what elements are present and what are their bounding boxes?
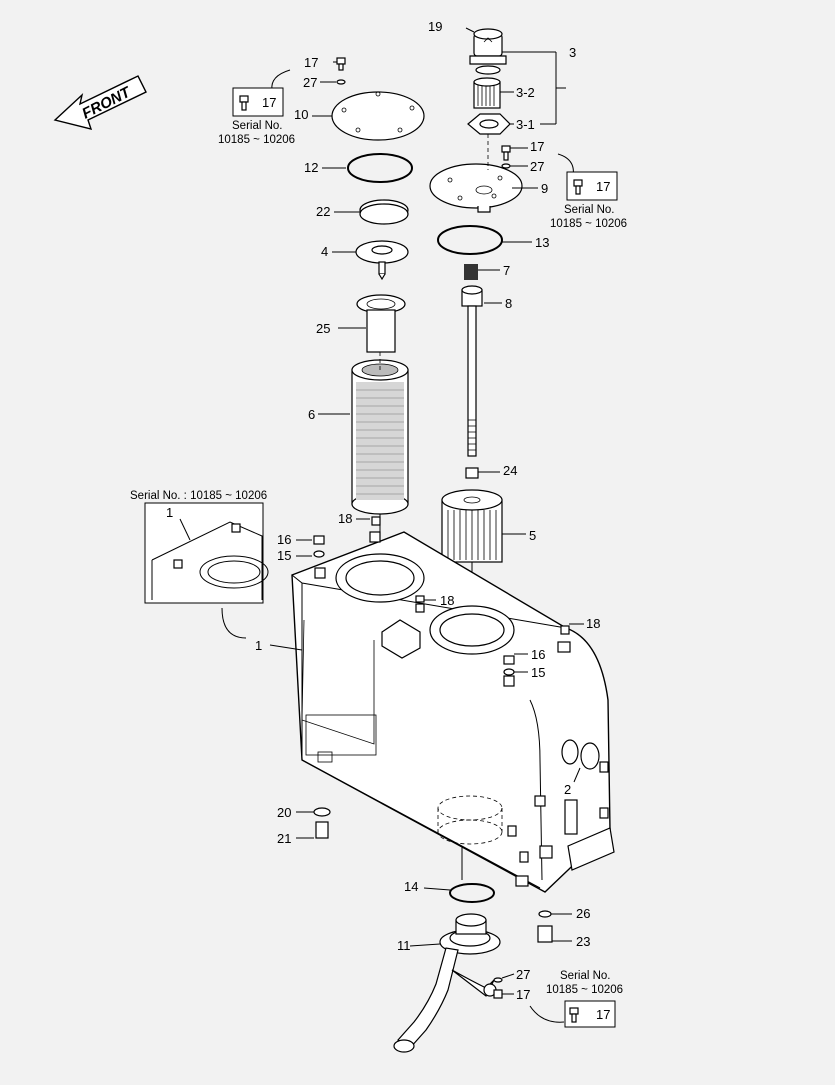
inset-tank-detail	[144, 502, 269, 604]
callout-12: 12	[304, 160, 318, 175]
bolt-17-top-left	[336, 57, 346, 71]
callout-18-c: 18	[586, 616, 600, 631]
callout-23: 23	[576, 934, 590, 949]
callout-10: 10	[294, 107, 308, 122]
callout-27-a: 27	[303, 75, 317, 90]
part-3-2-element	[473, 77, 501, 109]
serial-box-bottom: 17	[564, 1000, 616, 1028]
part-25-sleeve	[356, 294, 406, 353]
part-1-tank	[291, 531, 615, 893]
callout-11: 11	[397, 938, 411, 953]
part-11-suction-pipe	[393, 913, 501, 1053]
front-label: FRONT	[79, 83, 134, 122]
part-4-valve	[355, 240, 409, 281]
callout-18-b: 18	[440, 593, 454, 608]
front-arrow: FRONT	[53, 75, 147, 130]
callout-19: 19	[428, 19, 442, 34]
serial-label-bottom: Serial No.	[560, 970, 611, 982]
callout-3-1: 3-1	[516, 117, 535, 132]
part-5-filter	[441, 489, 503, 563]
callout-13: 13	[535, 235, 549, 250]
callout-15-b: 15	[531, 665, 545, 680]
callout-25: 25	[316, 321, 330, 336]
callout-18-a: 18	[338, 511, 352, 526]
serial-box-left: 17	[232, 87, 284, 117]
part-9-cover	[429, 163, 523, 213]
bolt-17	[501, 145, 511, 161]
part-3-1-plate	[467, 113, 511, 135]
callout-17-c: 17	[516, 987, 530, 1002]
callout-8: 8	[505, 296, 512, 311]
serial-range-right: 10185 ~ 10206	[550, 218, 627, 230]
part-8-rod	[461, 285, 483, 457]
callout-15-a: 15	[277, 548, 291, 563]
callout-17-b: 17	[530, 139, 544, 154]
part-6-return-filter	[351, 359, 409, 515]
callout-1: 1	[255, 638, 262, 653]
callout-20: 20	[277, 805, 291, 820]
part-3-breather	[469, 28, 507, 75]
callout-2: 2	[564, 782, 571, 797]
callout-9: 9	[541, 181, 548, 196]
callout-21: 21	[277, 831, 291, 846]
serial-box-right: 17	[566, 171, 618, 201]
callout-27-b: 27	[530, 159, 544, 174]
callout-24: 24	[503, 463, 517, 478]
serial-box-17-bottom: 17	[596, 1007, 610, 1022]
serial-label-left: Serial No.	[232, 120, 283, 132]
serial-box-17-right: 17	[596, 179, 610, 194]
part-22-ring	[359, 199, 409, 225]
serial-range-bottom: 10185 ~ 10206	[546, 984, 623, 996]
callout-14: 14	[404, 879, 418, 894]
part-7-spring	[464, 264, 478, 280]
callout-1-inset: 1	[166, 505, 173, 520]
part-10-cover	[331, 91, 425, 141]
callout-7: 7	[503, 263, 510, 278]
callout-3: 3	[569, 45, 576, 60]
serial-label-right: Serial No.	[564, 204, 615, 216]
callout-22: 22	[316, 204, 330, 219]
serial-inline-label: Serial No. : 10185 ~ 10206	[130, 490, 267, 502]
callout-6: 6	[308, 407, 315, 422]
callout-4: 4	[321, 244, 328, 259]
callout-17-a: 17	[304, 55, 318, 70]
callout-27-c: 27	[516, 967, 530, 982]
callout-3-2: 3-2	[516, 85, 535, 100]
callout-16-a: 16	[277, 532, 291, 547]
serial-box-17-left: 17	[262, 95, 276, 110]
callout-26: 26	[576, 906, 590, 921]
serial-range-left: 10185 ~ 10206	[218, 134, 295, 146]
callout-16-b: 16	[531, 647, 545, 662]
callout-5: 5	[529, 528, 536, 543]
